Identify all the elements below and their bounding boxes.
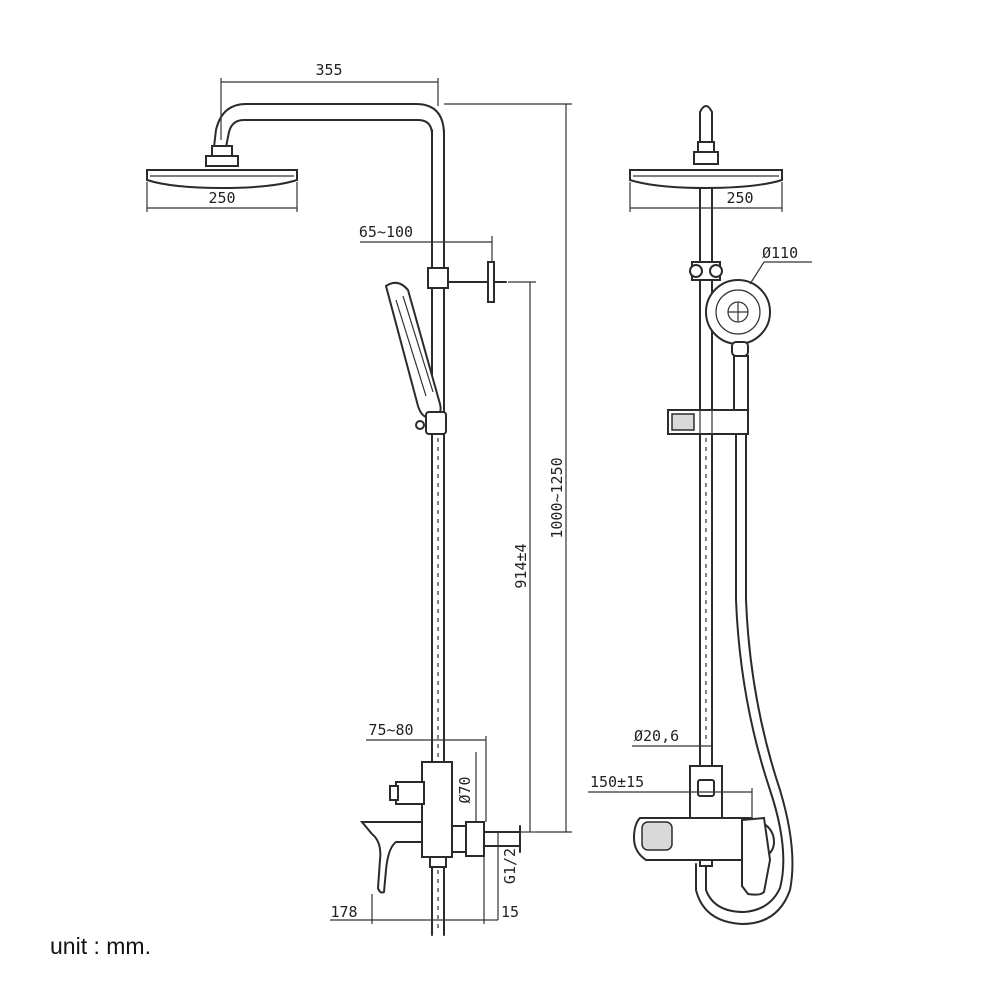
mixer-valve-front — [421, 761, 453, 858]
front-view — [146, 103, 521, 936]
dimension-labels: 355 250 250 65~100 Ø110 Ø20,6 75~80 150±… — [208, 61, 798, 921]
rain-shower-head — [146, 169, 298, 190]
dim-centers: 150±15 — [590, 773, 644, 791]
unit-note: unit : mm. — [50, 933, 151, 959]
dim-slider-offset: 65~100 — [359, 223, 413, 241]
dim-head-width-front: 250 — [208, 189, 235, 207]
side-view — [629, 105, 794, 925]
dim-arm-length: 355 — [315, 61, 342, 79]
dim-lever-length: 178 — [330, 903, 357, 921]
side-dimensions — [588, 182, 812, 818]
dim-riser-diameter: Ø20,6 — [634, 727, 679, 745]
dim-mixer-spacing: 75~80 — [368, 721, 413, 739]
dim-inlet-thread: G1/2 — [501, 848, 519, 884]
front-dimensions — [146, 78, 572, 924]
rain-shower-head-side — [629, 169, 783, 190]
dim-hand-shower-diameter: Ø110 — [762, 244, 798, 262]
dim-head-width-side: 250 — [726, 189, 753, 207]
dim-total-height: 1000~1250 — [548, 457, 566, 538]
shower-hose — [705, 433, 785, 913]
dim-inlet-diameter: Ø70 — [456, 776, 474, 803]
dim-slide-height: 914±4 — [512, 543, 530, 588]
dim-wall-offset: 15 — [501, 903, 519, 921]
lever-handle — [359, 821, 423, 894]
